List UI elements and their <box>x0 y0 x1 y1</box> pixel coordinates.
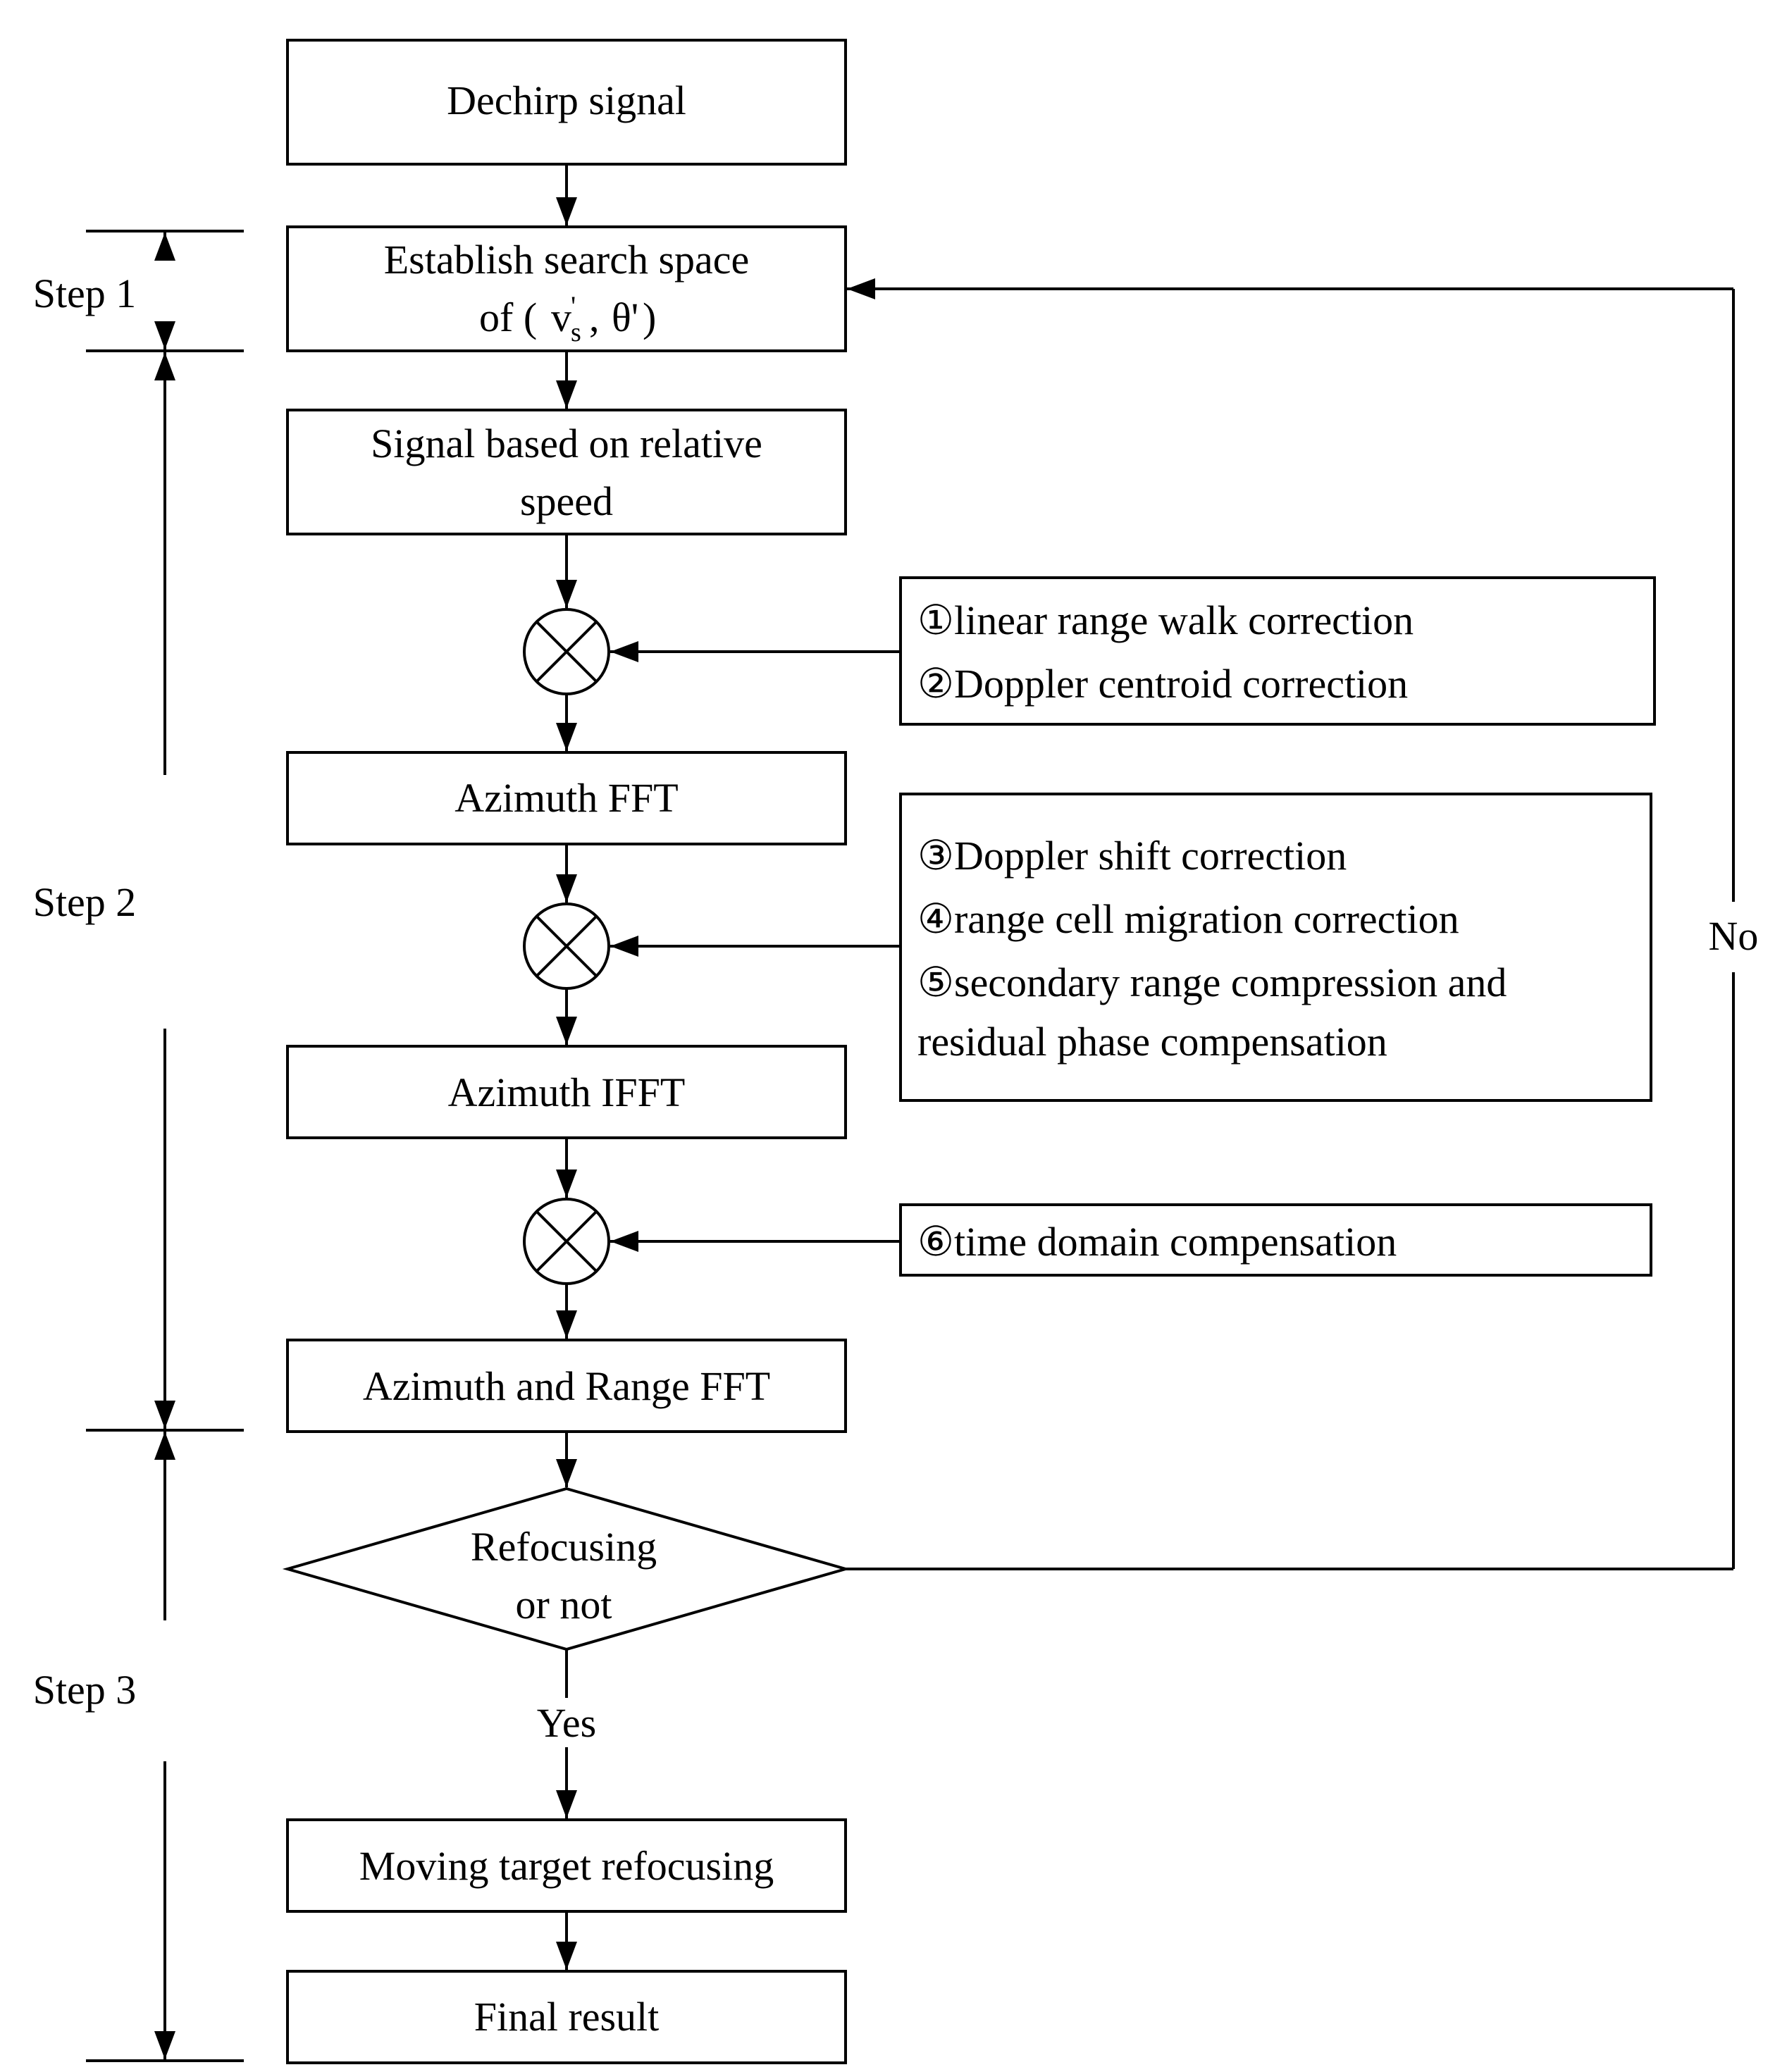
step-2-label: Step 2 <box>33 879 137 925</box>
note-doppler-shift: ③Doppler shift correction <box>917 833 1347 879</box>
multiplier-node-2 <box>523 902 610 990</box>
multiplier-node-1 <box>523 608 610 695</box>
step-3-label: Step 3 <box>33 1667 137 1713</box>
note-box-corrections-3: ⑥time domain compensation <box>899 1203 1652 1277</box>
step-brackets <box>86 230 244 2062</box>
decision-refocusing: Refocusing or not <box>282 1487 851 1651</box>
box-final-label: Final result <box>474 1994 660 2040</box>
yes-label: Yes <box>537 1700 596 1746</box>
box-search-v: v <box>551 294 571 340</box>
note-secondary-range-compression: ⑤secondary range compression and <box>917 960 1507 1005</box>
decision-line2: or not <box>516 1582 612 1627</box>
note-range-cell-migration: ④range cell migration correction <box>917 896 1459 942</box>
box-moving-label: Moving target refocusing <box>359 1843 774 1889</box>
box-moving-target-refocusing: Moving target refocusing <box>286 1818 847 1913</box>
box-search-prime: ' <box>571 290 576 322</box>
box-azimuth-fft: Azimuth FFT <box>286 751 847 845</box>
multiplier-node-3 <box>523 1198 610 1285</box>
no-label: No <box>1709 913 1759 959</box>
box-final-result: Final result <box>286 1970 847 2064</box>
step-1-label: Step 1 <box>33 271 137 316</box>
box-search-sep: , <box>589 294 600 340</box>
box-az-range-fft-label: Azimuth and Range FFT <box>363 1363 770 1409</box>
box-search-sub: s <box>571 318 581 347</box>
note-box-corrections-1: ①linear range walk correction ②Doppler c… <box>899 576 1656 726</box>
box-signal-line1: Signal based on relative <box>371 421 762 466</box>
box-search-close: ) <box>643 294 656 340</box>
box-azimuth-ifft: Azimuth IFFT <box>286 1045 847 1139</box>
box-signal-line2: speed <box>520 478 613 524</box>
decision-line1: Refocusing <box>471 1524 657 1570</box>
box-signal-relative-speed: Signal based on relative speed <box>286 409 847 535</box>
box-az-fft-label: Azimuth FFT <box>454 775 678 821</box>
box-az-ifft-label: Azimuth IFFT <box>448 1069 686 1115</box>
note-box-corrections-2: ③Doppler shift correction ④range cell mi… <box>899 793 1652 1102</box>
box-dechirp-label: Dechirp signal <box>447 77 686 123</box>
box-search-of: of ( <box>479 294 537 340</box>
no-feedback-loop <box>846 278 1735 1570</box>
note-residual-phase: residual phase compensation <box>917 1019 1387 1065</box>
box-azimuth-range-fft: Azimuth and Range FFT <box>286 1339 847 1433</box>
box-establish-search-space: Establish search space of ( v ' s , θ' ) <box>286 225 847 352</box>
box-search-theta: θ' <box>612 294 638 340</box>
note-time-domain: ⑥time domain compensation <box>917 1219 1397 1265</box>
box-dechirp-signal: Dechirp signal <box>286 39 847 166</box>
note-doppler-centroid: ②Doppler centroid correction <box>917 661 1408 707</box>
note-linear-range-walk: ①linear range walk correction <box>917 597 1414 643</box>
box-search-line1: Establish search space <box>384 237 750 283</box>
